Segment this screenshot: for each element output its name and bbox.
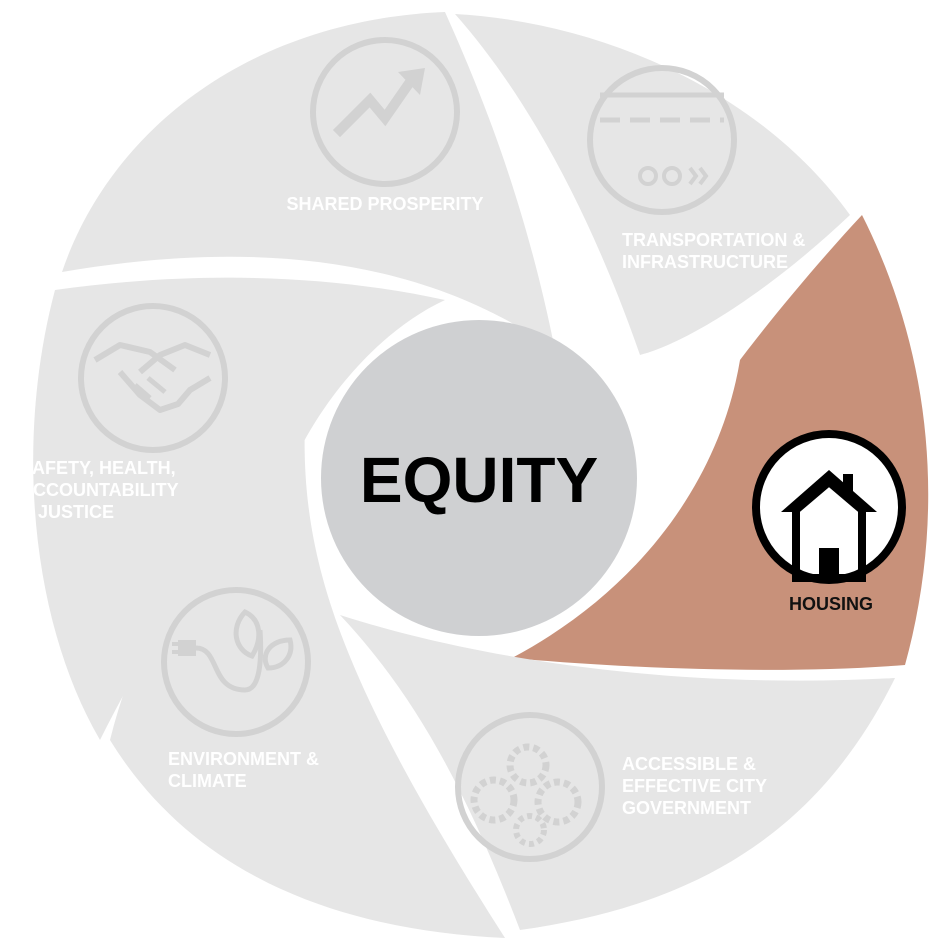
center-equity: EQUITY xyxy=(321,320,637,636)
segment-shared-prosperity[interactable]: SHARED PROSPERITY xyxy=(62,12,555,350)
center-label: EQUITY xyxy=(360,444,598,516)
gears-icon xyxy=(455,712,605,862)
segment-label-city-government: ACCESSIBLE & EFFECTIVE CITY GOVERNMENT xyxy=(622,754,772,818)
segment-safety[interactable]: SAFETY, HEALTH, ACCOUNTABILITY & JUSTICE xyxy=(20,277,445,740)
segment-label-housing: HOUSING xyxy=(789,594,873,614)
segment-transportation[interactable]: TRANSPORTATION & INFRASTRUCTURE xyxy=(455,14,850,355)
segment-city-government[interactable]: ACCESSIBLE & EFFECTIVE CITY GOVERNMENT xyxy=(340,615,895,930)
segment-housing[interactable]: HOUSING xyxy=(512,215,929,670)
road-bike-icon xyxy=(587,65,737,215)
segment-label-environment: ENVIRONMENT & CLIMATE xyxy=(168,749,324,791)
trend-arrow-icon xyxy=(310,37,460,187)
segment-label-transportation: TRANSPORTATION & INFRASTRUCTURE xyxy=(622,230,810,272)
handshake-icon xyxy=(78,303,228,453)
plug-leaf-icon xyxy=(161,587,311,737)
segment-label-safety: SAFETY, HEALTH, ACCOUNTABILITY & JUSTICE xyxy=(20,458,183,522)
house-icon xyxy=(752,430,906,584)
segment-label-shared-prosperity: SHARED PROSPERITY xyxy=(286,194,483,214)
